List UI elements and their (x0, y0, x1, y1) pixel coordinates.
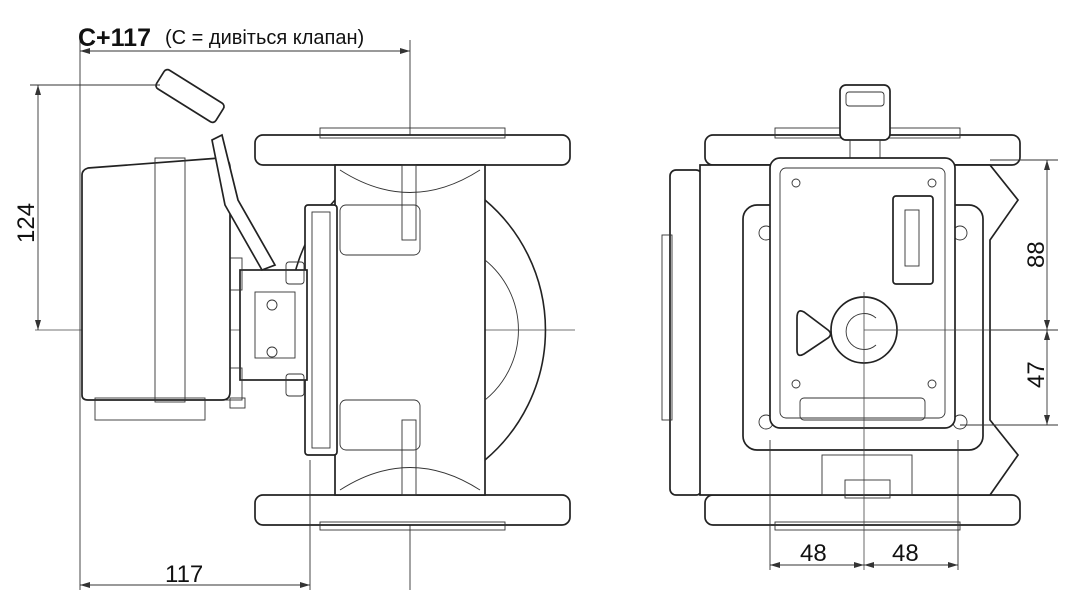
bottom-left-label: 48 (800, 540, 827, 567)
dimension-48-48: 48 48 (769, 440, 959, 570)
height-left-label: 124 (13, 203, 40, 243)
width-bottom-label: 117 (165, 561, 203, 588)
header-note-label: (C = дивіться клапан) (165, 27, 364, 49)
dimension-124: 124 (13, 84, 160, 330)
bottom-right-label: 48 (892, 540, 919, 567)
header-main-label: C+117 (78, 24, 151, 52)
dimension-117: 117 (80, 460, 311, 590)
dimension-47: 47 (960, 330, 1058, 426)
play-arrow-icon (796, 310, 832, 357)
right-lower-label: 47 (1023, 361, 1050, 388)
front-view (661, 84, 1055, 570)
brand-logo-icon (892, 195, 934, 285)
side-view (35, 68, 575, 545)
right-upper-label: 88 (1023, 241, 1050, 268)
